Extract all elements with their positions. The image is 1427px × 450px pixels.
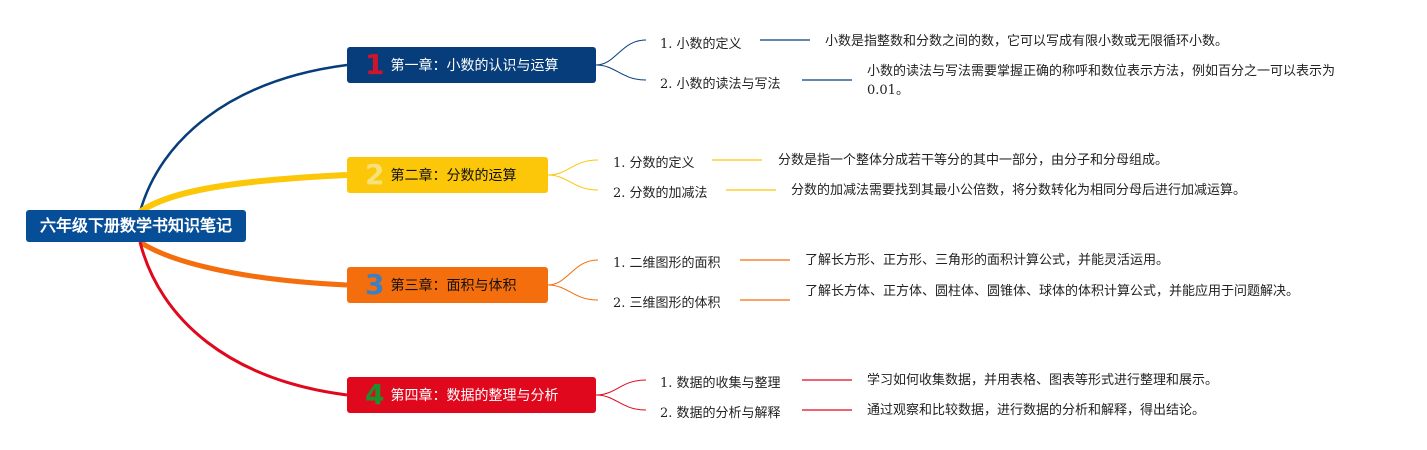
chapter-3-item-1-label[interactable]: 1. 二维图形的面积 <box>613 256 721 271</box>
chapter-4-number: 4 <box>365 378 385 411</box>
chapter-3-item-2-link <box>547 284 599 301</box>
chapter-2-node[interactable]: 2 第二章：分数的运算 <box>347 157 548 193</box>
chapter-4-item-1-link <box>595 379 647 396</box>
chapter-4-item-1-label[interactable]: 1. 数据的收集与整理 <box>660 376 781 391</box>
branch-3-line <box>138 239 348 288</box>
root-topic[interactable]: 六年级下册数学书知识笔记 <box>26 210 246 242</box>
chapter-4-item-2-label[interactable]: 2. 数据的分析与解释 <box>660 406 781 421</box>
chapter-4-item-1-desc: 学习如何收集数据，并用表格、图表等形式进行整理和展示。 <box>867 373 1219 388</box>
chapter-1-number: 1 <box>365 48 385 81</box>
chapter-1-item-1-label[interactable]: 1. 小数的定义 <box>660 37 742 52</box>
chapter-3-item-2-desc: 了解长方体、正方体、圆柱体、圆锥体、球体的体积计算公式，并能应用于问题解决。 <box>805 284 1300 299</box>
chapter-2-title: 第二章：分数的运算 <box>390 168 517 184</box>
chapter-2-number: 2 <box>365 158 385 191</box>
chapter-1-item-2-desc: 小数的读法与写法需要掌握正确的称呼和数位表示方法，例如百分之一可以表示为0.01… <box>867 64 1336 98</box>
chapter-4-item-2-link <box>595 394 647 411</box>
chapter-3-item-1-desc: 了解长方形、正方形、三角形的面积计算公式，并能灵活运用。 <box>805 253 1170 268</box>
chapter-2-item-2-label[interactable]: 2. 分数的加减法 <box>613 186 708 201</box>
branch-1-line <box>138 63 348 213</box>
chapter-3-number: 3 <box>365 268 385 301</box>
chapter-2-item-2-link <box>547 174 599 191</box>
chapter-3-title: 第三章：面积与体积 <box>390 278 517 294</box>
chapter-3-node[interactable]: 3 第三章：面积与体积 <box>347 267 548 303</box>
chapter-4-item-2-desc: 通过观察和比较数据，进行数据的分析和解释，得出结论。 <box>867 403 1206 418</box>
chapter-2-item-1-label[interactable]: 1. 分数的定义 <box>613 156 695 171</box>
chapter-4-title: 第四章：数据的整理与分析 <box>390 388 559 404</box>
chapter-1-title: 第一章：小数的认识与运算 <box>390 58 559 74</box>
chapter-2-item-1-desc: 分数是指一个整体分成若干等分的其中一部分，由分子和分母组成。 <box>778 153 1169 168</box>
chapter-1-item-1-desc: 小数是指整数和分数之间的数，它可以写成有限小数或无限循环小数。 <box>825 34 1229 49</box>
branch-4-line <box>138 241 348 397</box>
chapter-2-item-1-link <box>547 159 599 176</box>
chapter-2-item-2-desc: 分数的加减法需要找到其最小公倍数，将分数转化为相同分母后进行加减运算。 <box>791 183 1247 198</box>
chapter-4-node[interactable]: 4 第四章：数据的整理与分析 <box>347 377 596 413</box>
chapter-1-node[interactable]: 1 第一章：小数的认识与运算 <box>347 47 596 83</box>
chapter-3-item-1-link <box>547 259 599 286</box>
chapter-1-item-2-link <box>595 64 647 81</box>
branch-2-line <box>138 172 348 215</box>
chapter-1-item-1-link <box>595 39 647 66</box>
chapter-1-item-2-label[interactable]: 2. 小数的读法与写法 <box>660 77 781 92</box>
chapter-3-item-2-label[interactable]: 2. 三维图形的体积 <box>613 296 721 311</box>
